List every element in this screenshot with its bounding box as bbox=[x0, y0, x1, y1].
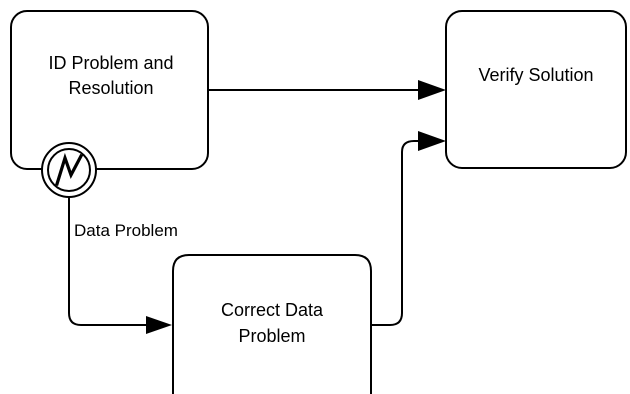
task-id-problem-and-resolution[interactable]: ID Problem and Resolution bbox=[10, 10, 209, 170]
task-correct-data-problem[interactable]: Correct Data Problem bbox=[172, 254, 372, 394]
task-label: ID Problem and bbox=[48, 53, 173, 73]
flow-id-to-verify[interactable] bbox=[209, 80, 446, 100]
arrow-head-icon bbox=[418, 80, 446, 100]
lightning-icon bbox=[55, 152, 84, 186]
arrow-head-icon bbox=[418, 131, 446, 151]
task-verify-solution[interactable]: Verify Solution bbox=[445, 10, 627, 169]
task-label: Resolution bbox=[68, 78, 153, 98]
boundary-error-event[interactable] bbox=[41, 142, 97, 198]
task-label: Verify Solution bbox=[478, 65, 593, 85]
flow-label-data-problem: Data Problem bbox=[74, 221, 178, 240]
arrow-head-icon bbox=[146, 316, 172, 334]
flow-data-problem[interactable] bbox=[68, 196, 172, 334]
task-label: Correct Data bbox=[221, 300, 324, 320]
flow-correct-to-verify[interactable] bbox=[372, 131, 446, 326]
task-label: Problem bbox=[238, 326, 305, 346]
